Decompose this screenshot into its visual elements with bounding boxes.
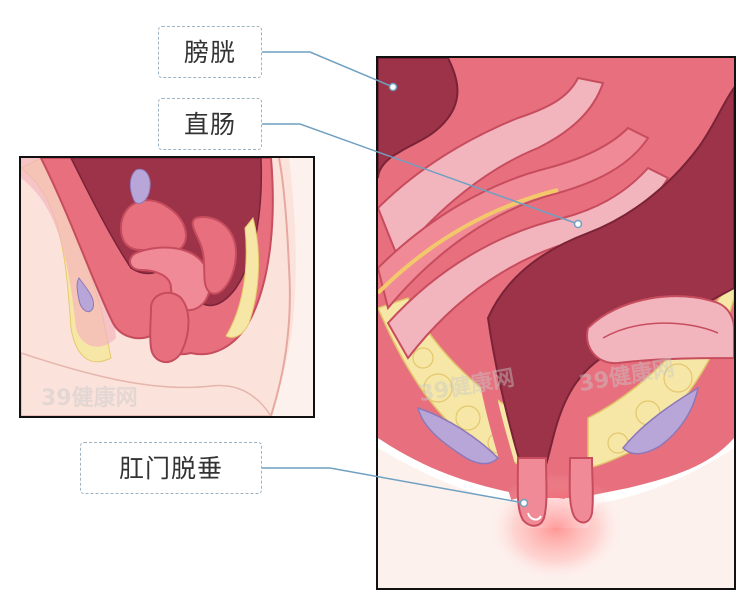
rectum-marker-dot [573,219,583,229]
prolapse-marker-dot [519,498,529,508]
inset-anatomy-panel: 39健康网 [19,156,315,418]
label-anal-prolapse: 肛门脱垂 [80,442,262,494]
watermark: 39健康网 [41,386,138,411]
pelvis-side-view-illustration [21,158,313,416]
rectal-prolapse-illustration [378,58,734,588]
label-rectum: 直肠 [158,98,262,150]
main-anatomy-panel: 39健康网 39健康网 [376,56,736,590]
rectum-leader-line [262,123,579,225]
bladder-marker-dot [388,82,398,92]
bladder-leader-line [262,51,394,88]
prolapse-leader-line [262,467,525,504]
label-bladder: 膀胱 [158,26,262,78]
